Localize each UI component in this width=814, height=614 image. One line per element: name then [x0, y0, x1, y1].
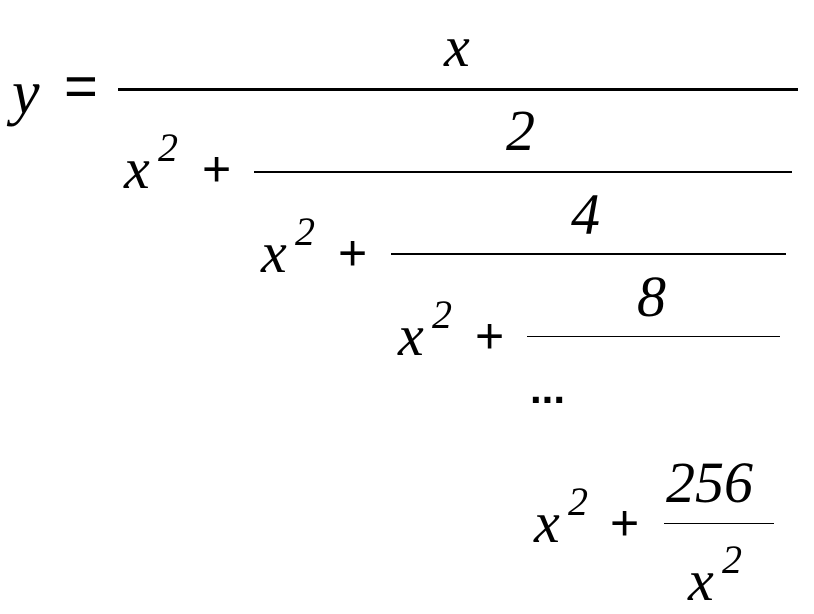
last-denominator-variable: x	[688, 548, 714, 613]
main-numerator: x	[444, 14, 470, 79]
main-fraction-bar	[118, 88, 798, 91]
last-plus: +	[610, 495, 640, 551]
level2-numerator: 4	[571, 182, 600, 247]
level2-fraction-bar	[391, 253, 786, 255]
level2-exponent: 2	[295, 209, 315, 254]
level1-variable: x	[124, 136, 150, 201]
last-variable: x	[534, 490, 560, 555]
level3-variable: x	[398, 303, 424, 368]
level3-plus: +	[475, 308, 505, 364]
equals-sign: =	[64, 54, 98, 119]
level3-numerator: 8	[637, 264, 666, 329]
level1-numerator: 2	[506, 98, 535, 163]
lhs-variable: y	[12, 59, 40, 127]
last-fraction-bar	[664, 523, 774, 524]
level1-fraction-bar	[254, 171, 792, 173]
last-numerator: 256	[666, 450, 753, 515]
level1-exponent: 2	[158, 125, 178, 170]
level3-exponent: 2	[432, 292, 452, 337]
level1-plus: +	[202, 141, 232, 197]
level2-plus: +	[338, 225, 368, 281]
ellipsis: ...	[530, 365, 566, 412]
last-denominator-exponent: 2	[722, 537, 742, 582]
level3-fraction-bar	[527, 336, 780, 337]
level2-variable: x	[261, 220, 287, 285]
last-exponent: 2	[568, 479, 588, 524]
